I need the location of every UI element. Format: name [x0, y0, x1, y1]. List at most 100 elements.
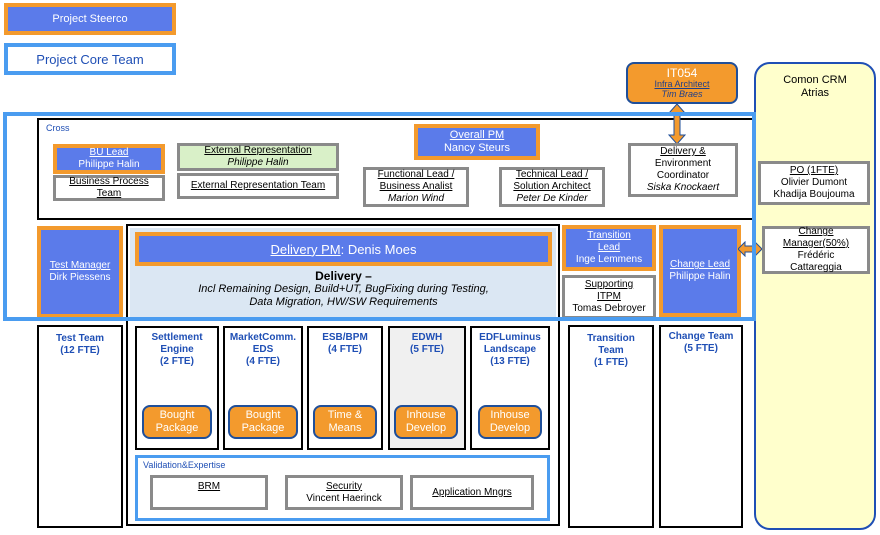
security-box: Security Vincent Haerinck — [285, 475, 403, 510]
delivery-pm-box: Delivery PM : Denis Moes — [135, 232, 552, 266]
test-team-line2: (12 FTE) — [60, 345, 100, 356]
transition-lead-line1: Transition — [587, 230, 631, 241]
delivery-title: Delivery – — [315, 269, 372, 283]
package-inhouse-2: Inhouse Develop — [478, 405, 542, 439]
ext-rep-title: External Representation — [204, 145, 312, 156]
functional-line2: Business Analist — [379, 181, 453, 192]
stream-line2: (5 FTE) — [410, 344, 444, 355]
business-process-team: Business Process Team — [53, 175, 165, 201]
package-bought-1: Bought Package — [142, 405, 212, 439]
bpt-line1: Business Process — [69, 176, 149, 187]
cross-label: Cross — [46, 123, 70, 133]
po-box: PO (1FTE) Olivier Dumont Khadija Boujoum… — [758, 161, 870, 205]
brm-label: BRM — [197, 481, 221, 492]
stream-line2: Engine — [160, 344, 194, 355]
pkg-line1: Inhouse — [490, 409, 530, 421]
security-name: Vincent Haerinck — [306, 492, 382, 504]
change-lead-name: Philippe Halin — [669, 271, 731, 282]
horizontal-double-arrow-icon — [738, 241, 762, 257]
supporting-line2: ITPM — [597, 291, 621, 302]
application-managers-box: Application Mngrs — [410, 475, 534, 510]
it054-role: Infra Architect — [654, 79, 710, 89]
legend-core-team: Project Core Team — [4, 43, 176, 75]
bpt-line2: Team — [96, 188, 122, 199]
change-mgr-name2: Cattareggia — [790, 262, 842, 273]
delivery-environment-coordinator-box: Delivery & Environment Coordinator Siska… — [628, 143, 738, 197]
delenv-line1: Delivery & — [660, 146, 706, 157]
supporting-line1: Supporting — [584, 279, 634, 290]
stream-line2: EDS — [252, 344, 274, 355]
pkg-line2: Package — [241, 422, 285, 434]
ext-rep-name: Philippe Halin — [227, 157, 289, 168]
delivery-section — [126, 224, 560, 526]
overall-pm-name: Nancy Steurs — [443, 142, 511, 154]
technical-line2: Solution Architect — [513, 181, 591, 192]
delivery-line1: Incl Remaining Design, Build+UT, BugFixi… — [198, 283, 489, 295]
po-title: PO (1FTE) — [789, 165, 839, 176]
crm-line2: Atrias — [800, 87, 830, 99]
legend-core-team-label: Project Core Team — [36, 51, 144, 67]
package-time-means: Time & Means — [313, 405, 377, 439]
core-team-outline — [3, 112, 756, 321]
test-manager-title: Test Manager — [49, 260, 111, 271]
stream-settlement-engine: Settlement Engine (2 FTE) — [135, 326, 219, 450]
stream-marketcomm-eds: MarketComm. EDS (4 FTE) — [223, 326, 303, 450]
app-mgrs-label: Application Mngrs — [432, 486, 512, 498]
technical-line1: Technical Lead / — [515, 169, 589, 180]
test-team-line1: Test Team — [56, 333, 104, 344]
pkg-line2: Means — [328, 422, 362, 434]
supporting-name: Tomas Debroyer — [572, 303, 646, 314]
delivery-pm-name: : Denis Moes — [340, 241, 417, 257]
package-inhouse-1: Inhouse Develop — [394, 405, 458, 439]
transition-team-line2: Team — [598, 345, 624, 356]
it054-title: IT054 — [666, 66, 698, 80]
bu-lead-name: Philippe Halin — [78, 159, 140, 170]
change-manager-box: Change Manager(50%) Frédéric Cattareggia — [762, 226, 870, 274]
test-manager-box: Test Manager Dirk Piessens — [37, 226, 123, 318]
common-crm-column — [754, 62, 876, 530]
external-representation-team: External Representation Team — [177, 173, 339, 199]
functional-line1: Functional Lead / — [377, 169, 455, 180]
pkg-line1: Inhouse — [406, 409, 446, 421]
change-team-line1: Change Team — [668, 331, 734, 342]
bu-lead-box: BU Lead Philippe Halin — [53, 144, 165, 174]
common-crm-label: Comon CRM Atrias — [754, 74, 876, 100]
pkg-line1: Bought — [245, 409, 281, 421]
overall-pm-box: Overall PM Nancy Steurs — [414, 124, 540, 160]
change-team-line2: (5 FTE) — [684, 343, 718, 354]
change-mgr-line2: Manager(50%) — [782, 238, 850, 249]
change-mgr-name1: Frédéric — [797, 250, 835, 261]
delenv-name: Siska Knockaert — [646, 182, 720, 193]
transition-team-line3: (1 FTE) — [594, 357, 628, 368]
stream-line3: (13 FTE) — [490, 356, 530, 367]
delenv-line3: Coordinator — [656, 170, 710, 181]
test-team-box: Test Team (12 FTE) — [37, 325, 123, 528]
transition-lead-box: Transition Lead Inge Lemmens — [562, 225, 656, 271]
functional-name: Marion Wind — [387, 193, 445, 204]
supporting-itpm-box: Supporting ITPM Tomas Debroyer — [562, 275, 656, 319]
ext-rep-team-label: External Representation Team — [190, 180, 326, 191]
stream-line1: Settlement — [151, 332, 203, 343]
test-manager-name: Dirk Piessens — [49, 272, 111, 283]
po-name2: Khadija Boujouma — [773, 189, 855, 200]
legend-steerco: Project Steerco — [4, 3, 176, 35]
transition-lead-line2: Lead — [597, 242, 621, 253]
pkg-line2: Package — [155, 422, 199, 434]
transition-team-line1: Transition — [587, 333, 635, 344]
po-name1: Olivier Dumont — [780, 177, 848, 188]
change-team-box: Change Team (5 FTE) — [659, 325, 743, 528]
crm-line1: Comon CRM — [783, 74, 847, 86]
functional-lead-box: Functional Lead / Business Analist Mario… — [363, 167, 469, 207]
pkg-line1: Time & — [327, 409, 363, 421]
delivery-description: Delivery – Incl Remaining Design, Build+… — [135, 270, 552, 309]
stream-line1: EDWH — [411, 332, 443, 343]
pkg-line2: Develop — [489, 422, 531, 434]
pkg-line2: Develop — [405, 422, 447, 434]
validation-label: Validation&Expertise — [143, 460, 226, 470]
delivery-pm-title: Delivery PM — [270, 241, 341, 257]
delenv-line2: Environment — [654, 158, 712, 169]
package-bought-2: Bought Package — [228, 405, 298, 439]
change-mgr-line1: Change — [798, 226, 834, 237]
stream-line3: (2 FTE) — [160, 356, 194, 367]
external-representation-box: External Representation Philippe Halin — [177, 143, 339, 171]
